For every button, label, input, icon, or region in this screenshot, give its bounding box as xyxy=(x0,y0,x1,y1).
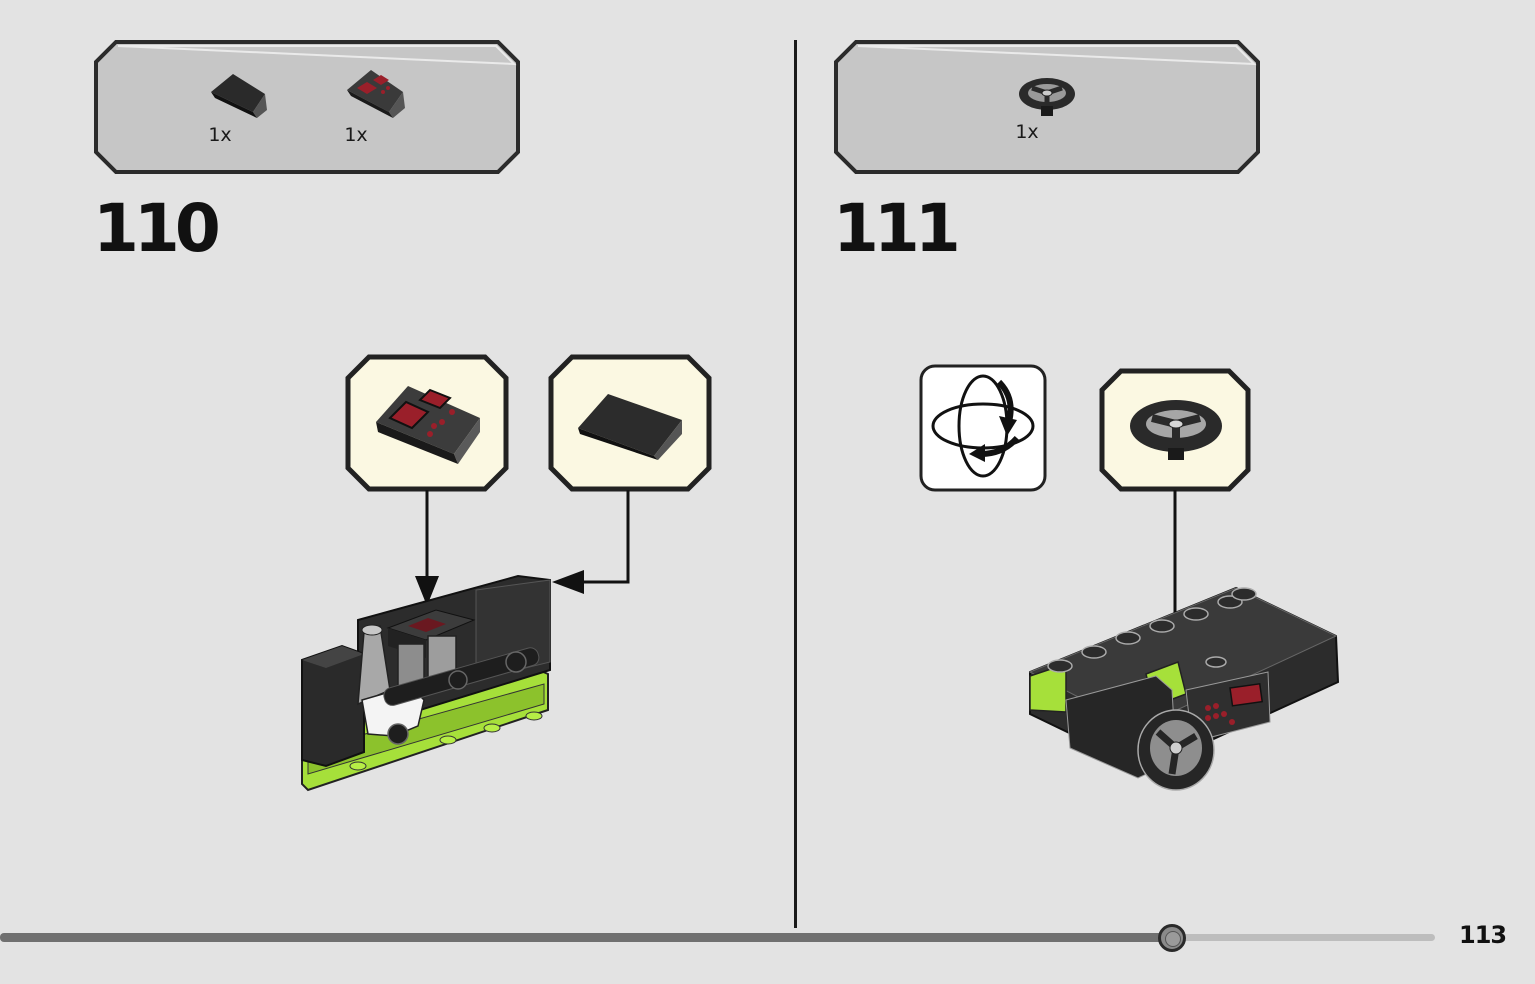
part-quantity: 1x xyxy=(208,124,232,146)
part-quantity: 1x xyxy=(1015,121,1039,143)
step-number: 110 xyxy=(93,190,221,267)
progress-indicator-knob xyxy=(1158,924,1186,952)
part-quantity: 1x xyxy=(344,124,368,146)
step-number: 111 xyxy=(833,190,961,267)
black-slope-brick-icon xyxy=(578,394,682,460)
progress-bar-track xyxy=(1172,934,1435,941)
arrow-left xyxy=(552,490,630,594)
printed-control-panel-slope-icon xyxy=(347,70,405,118)
page-divider xyxy=(794,40,797,928)
steering-wheel-icon xyxy=(1130,400,1222,460)
parts-list-box-step-110 xyxy=(94,40,520,174)
progress-bar-filled xyxy=(0,933,1172,942)
model-assembly-step-110 xyxy=(301,574,551,792)
arrow-down xyxy=(415,490,439,606)
rotate-model-icon xyxy=(919,364,1047,492)
page-number: 113 xyxy=(1459,921,1507,949)
steering-wheel-icon xyxy=(1019,78,1075,116)
black-slope-brick-icon xyxy=(211,74,267,118)
model-assembly-step-111 xyxy=(1028,586,1340,791)
printed-control-panel-slope-icon xyxy=(376,386,480,464)
